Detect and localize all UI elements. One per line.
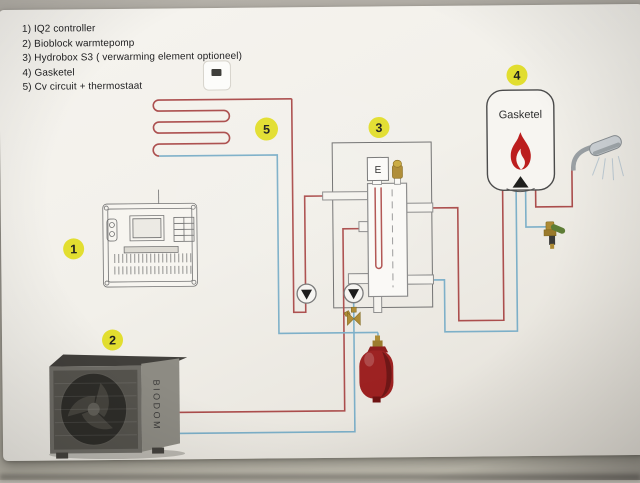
pipe-heatpump-flow (174, 229, 363, 413)
hydrobox-pipe-right-low (407, 275, 433, 284)
drain-valve-icon (344, 307, 360, 325)
fill-valve-icon (544, 222, 566, 249)
air-vent-valve-icon (392, 160, 402, 184)
controller-display-inner (133, 219, 161, 238)
wall-shadow (0, 474, 640, 480)
boiler-label: Gasketel (499, 109, 543, 121)
shower (573, 134, 624, 181)
heat-pump-brand: BIODOM (151, 380, 161, 432)
hydrobox-pipe-right-top (407, 203, 433, 212)
badge-5: 5 (255, 117, 278, 140)
expansion-vessel (359, 335, 394, 402)
pipe-hydrobox-boiler-return (432, 189, 518, 332)
hydrobox-pipe-left-top (323, 192, 368, 200)
heat-pump-foot (56, 452, 68, 458)
badge-1: 1 (63, 238, 84, 259)
hydrobox: E (322, 157, 433, 313)
badge-3-number: 3 (375, 121, 382, 135)
badge-3: 3 (368, 117, 389, 138)
pipe-hydrobox-to-pump1 (305, 196, 324, 286)
heat-pump: BIODOM (48, 353, 188, 459)
hydrobox-stub-bottom (374, 296, 382, 312)
pipe-hydrobox-boiler-flow (432, 189, 504, 321)
thermostat-display (211, 69, 221, 76)
gas-boiler: Gasketel (487, 90, 555, 192)
circulation-pump-hp (344, 284, 363, 303)
heat-pump-foot (152, 448, 164, 454)
vessel-foot (373, 396, 381, 402)
iq2-controller (103, 189, 198, 287)
hydrobox-stub-left-low (348, 274, 368, 284)
badge-2-number: 2 (109, 333, 116, 347)
pipe-pump1-to-cv (292, 99, 306, 313)
paper-sheet: 1) IQ2 controller 2) Bioblock warmtepomp… (0, 4, 640, 461)
shower-head-icon (588, 134, 623, 158)
pipe-boiler-fill (526, 189, 548, 227)
thermostat (203, 61, 230, 90)
badge-5-number: 5 (263, 123, 270, 137)
shower-spray (592, 156, 623, 180)
badge-2: 2 (102, 329, 123, 350)
pipe-heatpump-return (177, 333, 355, 434)
controller-strip (124, 246, 178, 253)
hydrobox-stub-left-mid (359, 222, 368, 232)
badge-1-number: 1 (70, 242, 77, 256)
badge-4: 4 (506, 65, 527, 86)
circulation-pump-cv (297, 284, 316, 303)
badge-4-number: 4 (513, 69, 520, 83)
electric-element-label: E (375, 165, 382, 176)
hydrobox-tank (368, 183, 408, 296)
